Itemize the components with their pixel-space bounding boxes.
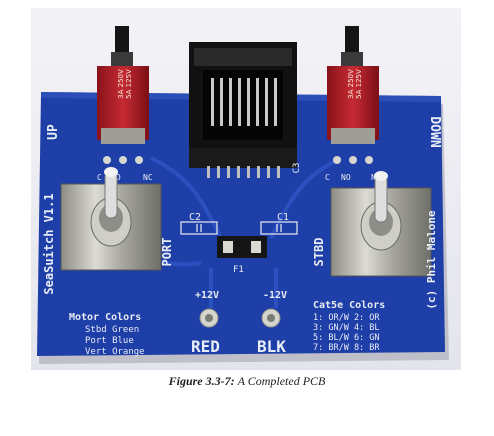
motor-colors-line-3: Vert Orange (85, 347, 145, 357)
up-label: UP (46, 124, 61, 140)
c1-label: C1 (277, 212, 289, 223)
stbd-label: STBD (312, 238, 326, 267)
board-name: SeaSuitch V1.1 (42, 193, 56, 294)
right-pin-c: C (325, 173, 330, 182)
blk-label: BLK (257, 337, 286, 356)
right-pushbutton-switch: 3A 250V 5A 125V (327, 26, 379, 164)
left-pin-nc: NC (143, 173, 153, 182)
c3-label: C3 (292, 163, 302, 174)
power-terminals (199, 308, 281, 328)
right-switch-rating-2: 5A 125V (355, 69, 363, 99)
left-switch-rating-2: 5A 125V (125, 69, 133, 99)
minus12-label: -12V (263, 290, 287, 301)
plus12-label: +12V (195, 290, 219, 301)
figure-label: Figure 3.3-7: (168, 374, 235, 388)
right-toggle-switch (330, 171, 432, 277)
pcb-photo: 3A 250V 5A 125V C NO NC 3A 250V 5A 125V (31, 8, 461, 370)
cat5e-colors-line-4: 7: BR/W 8: BR (313, 343, 380, 353)
figure-caption: Figure 3.3-7: A Completed PCB (0, 374, 494, 389)
rj45-jack (189, 42, 297, 178)
left-toggle-switch (60, 167, 162, 271)
f1-label: F1 (233, 265, 244, 275)
author-label: (c) Phil Malone (425, 210, 438, 310)
right-pin-no: NO (341, 173, 351, 182)
motor-colors-title: Motor Colors (69, 312, 141, 323)
fuse-holder (217, 236, 267, 258)
red-label: RED (191, 337, 220, 356)
right-switch-rating-1: 3A 250V (347, 69, 355, 99)
c2-footprint (180, 221, 218, 235)
cat5e-colors-line-1: 1: OR/W 2: OR (313, 313, 380, 323)
cat5e-colors-line-3: 5: BL/W 6: GN (313, 333, 380, 343)
cat5e-colors-title: Cat5e Colors (313, 300, 385, 311)
c2-label: C2 (189, 212, 201, 223)
motor-colors-line-2: Port Blue (85, 336, 134, 346)
c1-footprint (260, 221, 298, 235)
left-pushbutton-switch: 3A 250V 5A 125V (97, 26, 149, 164)
cat5e-colors-line-2: 3: GN/W 4: BL (313, 323, 380, 333)
pcb-photo-svg: 3A 250V 5A 125V C NO NC 3A 250V 5A 125V (31, 8, 461, 370)
motor-colors-line-1: Stbd Green (85, 325, 139, 335)
left-pin-c: C (97, 173, 102, 182)
figure-text: A Completed PCB (237, 374, 326, 388)
left-switch-rating-1: 3A 250V (117, 69, 125, 99)
down-label: DOWN (427, 116, 442, 147)
port-label: PORT (160, 238, 174, 267)
